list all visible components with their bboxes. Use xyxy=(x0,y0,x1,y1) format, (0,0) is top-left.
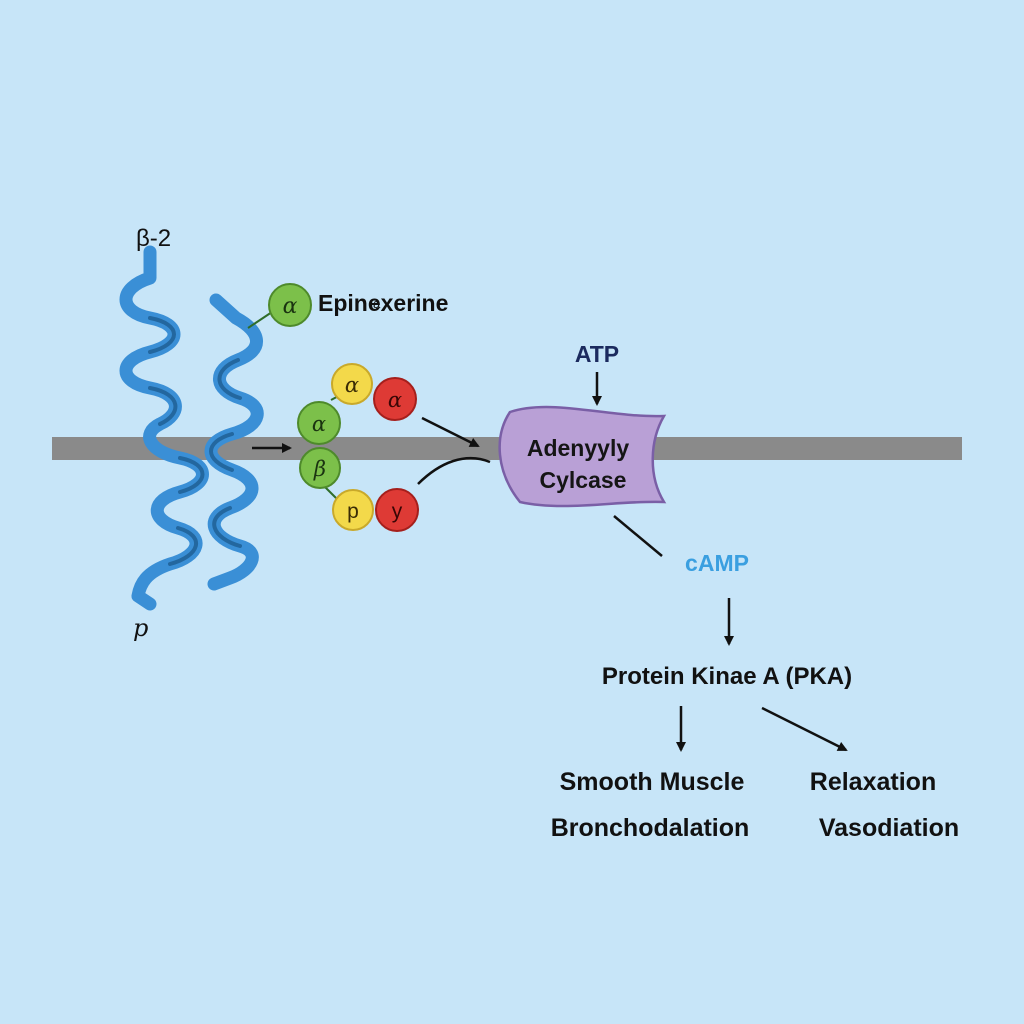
gprotein-link xyxy=(323,485,339,501)
subunit-label: α xyxy=(345,373,359,397)
subunit-circle-beta-green xyxy=(299,447,341,489)
ligand-label: Epinexerine xyxy=(318,290,448,316)
outcome-left-line1: Smooth Muscle xyxy=(560,768,745,796)
subunit-label: α xyxy=(388,388,402,412)
alpha-to-enzyme-arrow xyxy=(421,416,480,448)
outcome-left-line2: Bronchodalation xyxy=(551,814,750,842)
g-protein-complex: α α α β p y xyxy=(297,363,419,532)
outcome-right-line2: Vasodiation xyxy=(819,814,959,842)
adenylyl-cyclase: Adenyyly Cylcase xyxy=(498,405,667,508)
pka-to-relaxation-arrow xyxy=(761,706,848,752)
enzyme-shape xyxy=(498,405,667,508)
receptor-helix-right-shade xyxy=(209,358,242,548)
subunit-label: y xyxy=(392,500,403,523)
ligand-epinephrine: α Epinexerine a xyxy=(247,283,448,329)
beta2-receptor: β-2 p xyxy=(119,225,264,642)
subunit-label: β xyxy=(313,457,326,481)
atp-label: ATP xyxy=(575,341,619,367)
subunit-label: α xyxy=(312,412,326,436)
subunit-label: p xyxy=(347,500,359,523)
ligand-circle xyxy=(268,283,312,327)
enzyme-label-line1: Adenyyly xyxy=(527,435,629,461)
ligand-symbol: α xyxy=(283,294,298,319)
subunit-circle-gamma-yellow xyxy=(332,489,374,531)
receptor-label-bottom: p xyxy=(133,614,148,642)
gamma-to-enzyme-curve xyxy=(417,456,491,485)
receptor-helix-left-shade xyxy=(148,316,205,566)
enzyme-to-camp-line xyxy=(613,515,663,557)
subunit-circle-alpha-red xyxy=(373,377,417,421)
enzyme-label-line2: Cylcase xyxy=(540,467,627,493)
ligand-label-overlay: a xyxy=(373,296,381,311)
subunit-circle-gamma-red xyxy=(375,488,419,532)
subunit-circle-alpha-green xyxy=(297,401,341,445)
ligand-tether xyxy=(247,311,273,329)
pka-label: Protein Kinae A (PKA) xyxy=(602,663,852,690)
outcome-right-line1: Relaxation xyxy=(810,768,936,796)
camp-label: cAMP xyxy=(685,550,749,576)
subunit-circle-alpha-yellow xyxy=(331,363,373,405)
receptor-label-top: β-2 xyxy=(136,225,171,252)
